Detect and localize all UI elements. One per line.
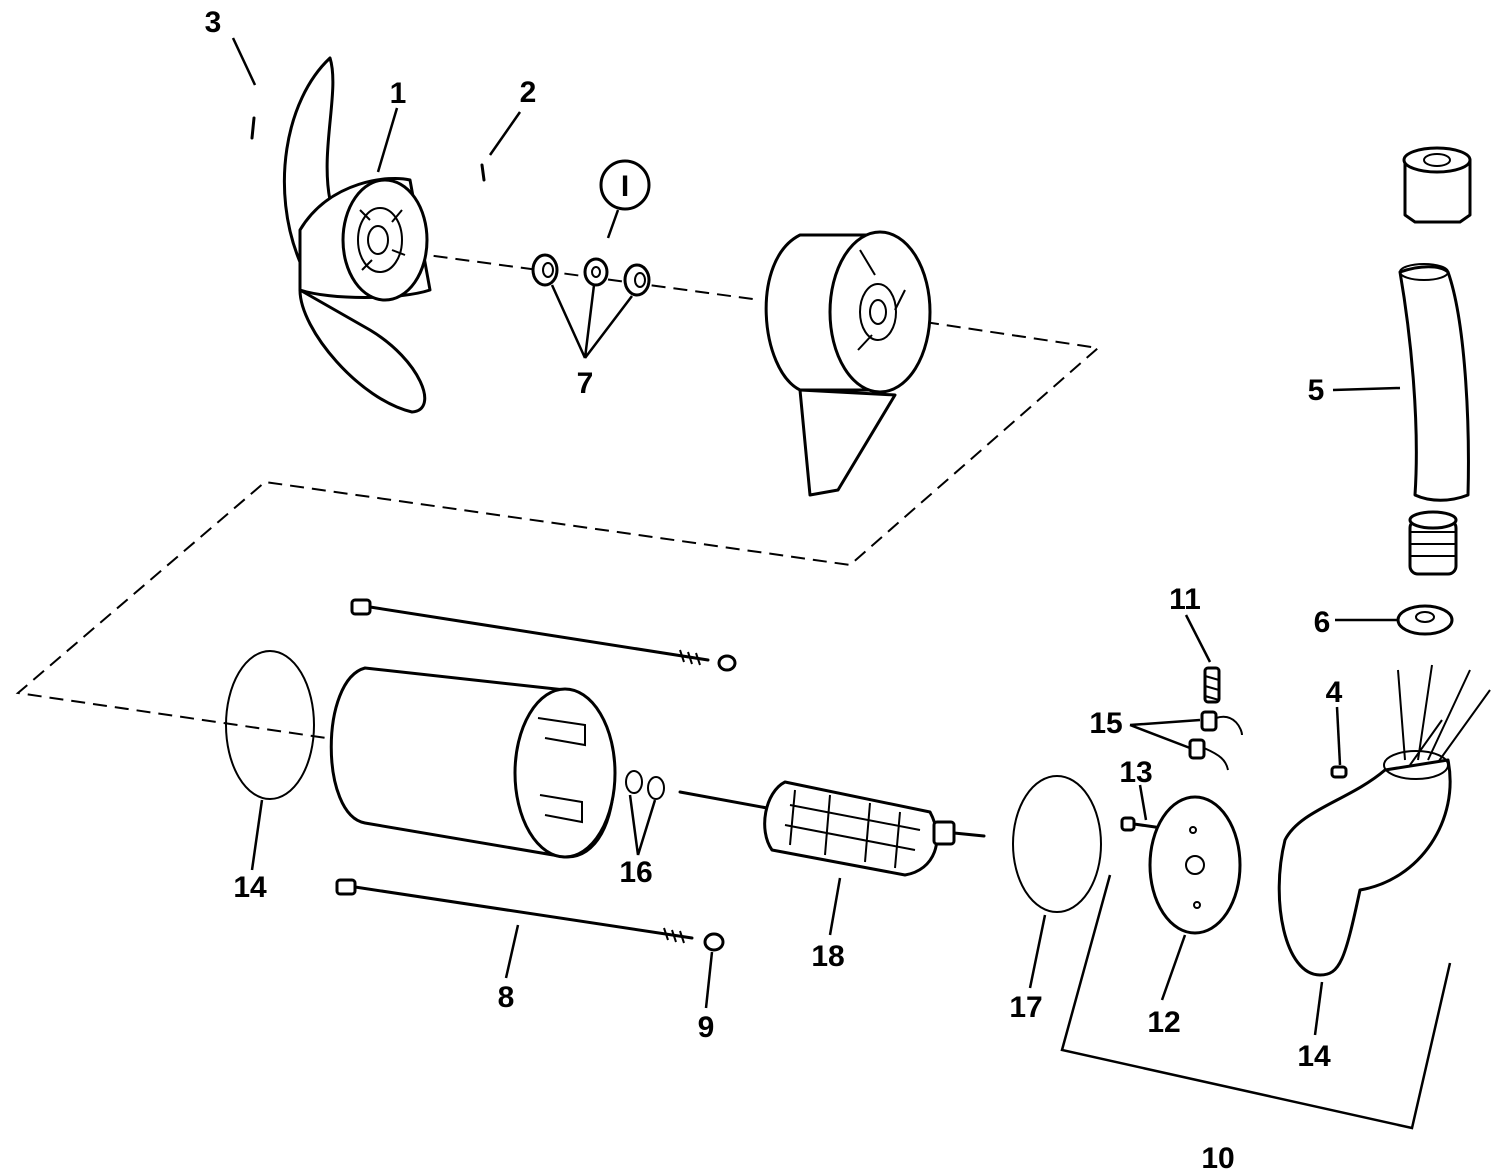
leader-lines <box>231 37 1401 1036</box>
callout-1: 1 <box>390 77 407 110</box>
o-ring-front <box>225 650 315 800</box>
cotter-pin <box>250 116 256 140</box>
callout-7: 7 <box>577 367 594 400</box>
drive-pin <box>480 163 486 182</box>
callout-18: 18 <box>811 940 844 973</box>
grommet <box>1396 604 1454 636</box>
plate-screw <box>1120 816 1164 832</box>
callout-6: 6 <box>1314 606 1331 639</box>
callout-labels: 1 2 3 4 5 6 7 8 9 10 11 12 13 14 14 15 1… <box>205 6 1343 1173</box>
callout-2: 2 <box>520 76 537 109</box>
callout-4: 4 <box>1326 676 1343 709</box>
grease-symbol-icon: I <box>599 159 651 211</box>
armature-washers <box>625 770 665 800</box>
callout-11: 11 <box>1169 583 1201 616</box>
symbol-text: I <box>621 170 629 203</box>
callout-12: 12 <box>1147 1006 1180 1039</box>
through-bolt-bottom <box>335 878 694 944</box>
propeller <box>282 56 432 414</box>
o-ring-rear <box>1012 775 1102 913</box>
brush-plate <box>1148 795 1242 935</box>
callout-5: 5 <box>1308 374 1325 407</box>
wire-bundle <box>1397 664 1491 766</box>
callout-8: 8 <box>498 981 515 1014</box>
through-bolt-top <box>350 598 710 666</box>
callout-16: 16 <box>619 856 652 889</box>
washer-set <box>531 253 651 297</box>
callout-14-left: 14 <box>233 871 267 904</box>
callout-9: 9 <box>698 1011 715 1044</box>
callout-13: 13 <box>1119 756 1152 789</box>
callout-3: 3 <box>205 6 222 39</box>
motor-housing <box>329 666 617 859</box>
brush-screw <box>1203 666 1221 704</box>
callout-15: 15 <box>1089 707 1122 740</box>
lower-unit-housing <box>764 230 932 497</box>
callout-17: 17 <box>1009 991 1042 1024</box>
shaft-tube-assembly <box>1398 146 1472 576</box>
assembly-guide-lines <box>15 249 1101 741</box>
callout-10: 10 <box>1201 1142 1234 1173</box>
set-screw <box>1330 765 1348 779</box>
end-cap-housing <box>1277 750 1452 977</box>
armature <box>678 780 986 877</box>
callout-14-right: 14 <box>1297 1040 1331 1073</box>
wire-terminals <box>1188 710 1243 771</box>
bolt-washer-bottom <box>703 932 725 952</box>
kit-bracket <box>1060 874 1452 1130</box>
bolt-washer-top <box>717 654 737 672</box>
